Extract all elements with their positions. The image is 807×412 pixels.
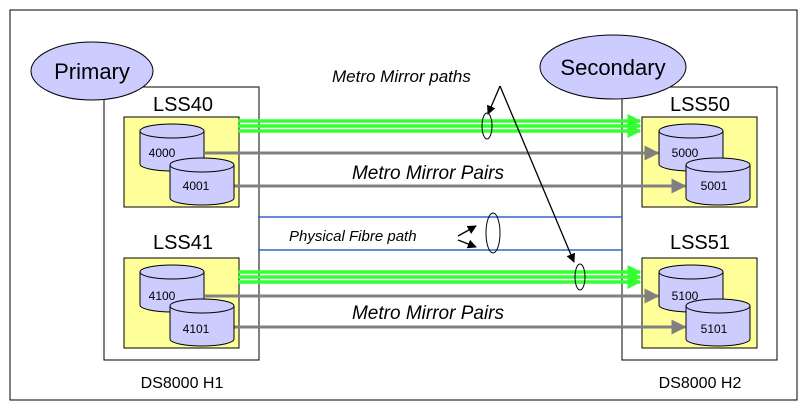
metro-mirror-pairs-label-bottom: Metro Mirror Pairs <box>352 303 505 324</box>
path-bundle-marker-bottom <box>574 263 586 291</box>
physical-fibre-path-label: Physical Fibre path <box>289 228 417 245</box>
lss-label-secondary-1: LSS50 <box>670 94 730 116</box>
metro-mirror-paths-label: Metro Mirror paths <box>332 67 471 86</box>
volume-cylinder: 4001 <box>169 157 235 206</box>
volume-label: 5101 <box>701 322 728 336</box>
lss-label-secondary-2: LSS51 <box>670 232 730 254</box>
fibre-callout-arrow-bottom <box>457 239 477 249</box>
primary-site-label: Primary <box>54 59 130 84</box>
volume-label: 5100 <box>672 289 699 303</box>
metro-mirror-paths-bottom <box>238 265 642 289</box>
callout-arrow-bottom <box>499 85 576 263</box>
volume-cylinder: 5001 <box>685 157 751 206</box>
fibre-callout-arrow-top <box>457 225 477 237</box>
volume-label: 4100 <box>149 289 176 303</box>
volume-label: 4101 <box>183 322 210 336</box>
primary-site-ellipse <box>30 41 154 101</box>
fibre-bundle-marker <box>485 212 501 254</box>
lss-label-primary-1: LSS40 <box>153 94 213 116</box>
secondary-site-label: Secondary <box>560 55 665 80</box>
volume-label: 4001 <box>183 179 210 193</box>
metro-mirror-paths-top <box>238 114 642 138</box>
path-bundle-marker-top <box>481 112 493 140</box>
volume-cylinder: 5101 <box>685 298 751 347</box>
volume-label: 5001 <box>701 179 728 193</box>
lss-label-primary-2: LSS41 <box>153 232 213 254</box>
volume-cylinder: 4101 <box>169 298 235 347</box>
secondary-storage-label: DS8000 H2 <box>659 375 742 392</box>
primary-storage-label: DS8000 H1 <box>141 375 224 392</box>
volume-label: 4000 <box>149 146 176 160</box>
secondary-site-ellipse <box>539 34 687 100</box>
metro-mirror-pairs-label-top: Metro Mirror Pairs <box>352 163 505 184</box>
callout-arrow-top <box>487 85 501 115</box>
volume-label: 5000 <box>672 146 699 160</box>
